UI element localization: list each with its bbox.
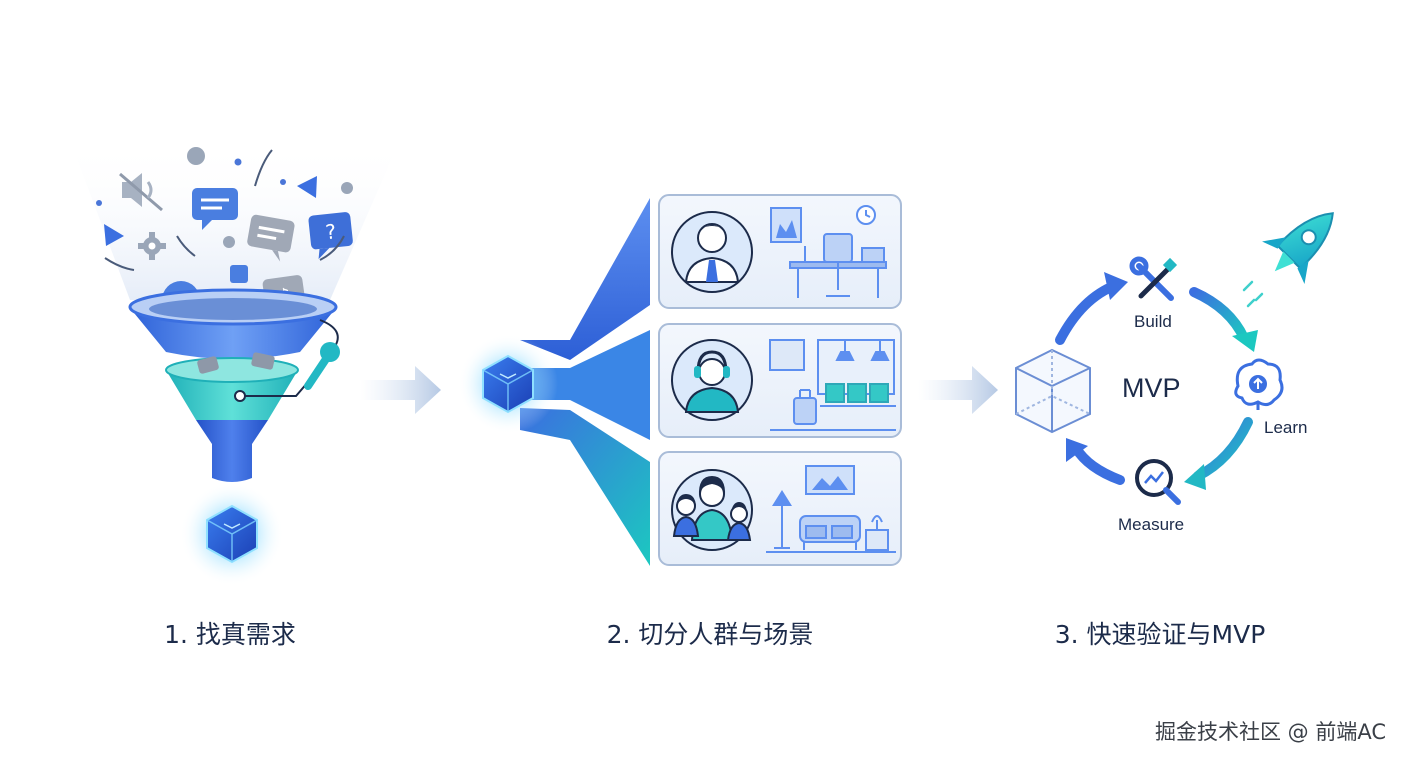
mvp-center-label: MVP [1122,373,1181,403]
step-text: 切分人群与场景 [638,620,814,649]
dot [96,200,102,206]
cycle-arrowhead [1232,330,1258,352]
play-triangle-icon [297,176,317,198]
brain-upload-icon [1234,358,1284,410]
rocket-trail [1242,280,1264,308]
dot [341,182,353,194]
wireframe-cube-icon [1015,348,1091,434]
step-3-label: 3. 快速验证与MVP [1010,618,1310,652]
funnel-group: ? [70,140,400,586]
cycle-arrowhead [1184,464,1206,490]
flow-arrow [918,366,998,414]
swoosh-line [176,235,196,257]
cycle-arrowhead [1066,438,1088,462]
dot [187,147,205,165]
scenario-panel-office [658,194,902,309]
cycle-arrow-to-learn [1189,287,1249,343]
gear-icon [138,232,166,260]
wrench-screwdriver-icon [1129,256,1178,301]
scenario-panel-home [658,451,902,566]
cycle-arrow-to-mvp [1071,443,1125,485]
cycle-arrow-to-measure [1193,417,1253,481]
segment-fan-bottom [520,408,650,566]
funnel-bottom [196,420,268,482]
office-worker-icon [684,223,740,283]
segment-fan-middle [520,330,650,440]
family-icon [672,476,752,541]
step-number: 3. [1054,620,1079,649]
probe-icon [304,342,340,390]
step-number: 1. [164,620,188,649]
step-number: 2. [606,620,631,649]
magnifier-chart-icon [1135,459,1181,505]
measure-label: Measure [1118,515,1185,534]
build-label: Build [1134,312,1172,331]
step-1-label: 1. 找真需求 [120,618,340,652]
svg-text:?: ? [324,219,337,244]
mvp-cycle-group [1015,212,1334,505]
rocket-icon [1262,212,1334,284]
funnel-chip [197,356,219,374]
square-bit [230,265,248,283]
funnel-top-inner [149,298,317,320]
scenario-panel-travel [658,323,902,438]
swoosh-line [104,257,135,271]
waiting-room-scene [769,339,896,431]
glowing-cube-icon [206,504,258,564]
step-2-label: 2. 切分人群与场景 [560,618,860,652]
cycle-arrowhead [1104,272,1128,300]
funnel-middle [166,370,298,425]
cycle-arrow-to-build [1055,280,1121,345]
segment-fan-top [520,198,650,360]
swoosh-line [254,149,273,187]
chat-bubble-icon [192,188,238,230]
step-text: 找真需求 [195,620,296,649]
segmentation-group [458,194,902,566]
living-room-scene [766,465,896,553]
funnel-chip [251,352,275,370]
headset-person-icon [684,350,740,413]
chat-bubble-icon [247,214,295,262]
funnel-middle-rim [165,357,299,383]
dot [234,158,242,166]
swoosh-line [319,235,345,261]
learn-label: Learn [1264,418,1308,437]
dot [223,236,235,248]
watermark: 掘金技术社区 @ 前端AC [1154,720,1386,744]
play-triangle-icon [104,224,124,246]
step-text: 快速验证与MVP [1086,620,1266,649]
dot [280,179,286,185]
wire-node [234,390,246,402]
muted-speaker-icon [119,172,163,212]
flow-arrow [360,366,441,414]
glowing-cube-icon [482,354,534,414]
office-scene [770,205,887,298]
